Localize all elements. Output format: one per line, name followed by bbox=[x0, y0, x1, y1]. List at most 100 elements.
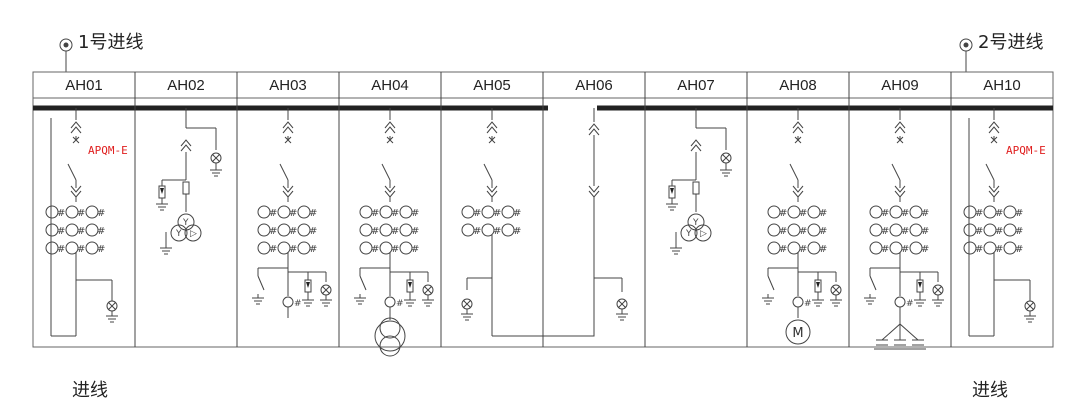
svg-text:#: # bbox=[975, 208, 983, 219]
current-transformer-group-icon: ######### bbox=[45, 205, 105, 255]
svg-text:#: # bbox=[309, 244, 317, 255]
zero-sequence-ct-icon bbox=[384, 296, 396, 308]
svg-text:#: # bbox=[921, 226, 929, 237]
zero-sequence-ct-icon bbox=[282, 296, 294, 308]
svg-text:Y: Y bbox=[692, 218, 699, 228]
svg-text:#: # bbox=[289, 244, 297, 255]
bay-label-ah03: AH03 bbox=[269, 77, 307, 94]
fuse-icon bbox=[692, 181, 700, 195]
svg-text:#: # bbox=[881, 244, 889, 255]
capacitor-bank-icon bbox=[874, 339, 926, 350]
bay-ah05: AH05###### bbox=[440, 72, 595, 347]
svg-text:#: # bbox=[995, 208, 1003, 219]
svg-text:#: # bbox=[97, 226, 105, 237]
svg-text:#: # bbox=[819, 208, 827, 219]
svg-text:#: # bbox=[1015, 226, 1023, 237]
incomer-left-terminal-dot-icon bbox=[63, 42, 69, 48]
bay-ah03: AH03########## bbox=[236, 72, 332, 347]
svg-text:#: # bbox=[411, 244, 419, 255]
svg-text:#: # bbox=[513, 208, 521, 219]
svg-text:#: # bbox=[975, 244, 983, 255]
device-tag-ah01: APQM-E bbox=[88, 144, 128, 157]
svg-text:#: # bbox=[411, 226, 419, 237]
svg-text:#: # bbox=[391, 208, 399, 219]
svg-text:#: # bbox=[57, 244, 65, 255]
bay-label-ah07: AH07 bbox=[677, 77, 715, 94]
incomer-left-bottom-label: 进线 bbox=[72, 380, 108, 401]
svg-text:#: # bbox=[901, 208, 909, 219]
motor-icon bbox=[785, 319, 811, 345]
svg-text:Y: Y bbox=[685, 229, 692, 239]
svg-text:#: # bbox=[396, 299, 404, 309]
svg-text:#: # bbox=[77, 244, 85, 255]
svg-text:#: # bbox=[371, 226, 379, 237]
current-transformer-group-icon: ######### bbox=[869, 205, 929, 255]
current-transformer-group-icon: ######### bbox=[963, 205, 1023, 255]
bay-ah04: AH04 # # # # # # # # # # bbox=[338, 72, 434, 357]
svg-text:#: # bbox=[513, 226, 521, 237]
svg-text:#: # bbox=[975, 226, 983, 237]
fuse-icon bbox=[182, 181, 190, 195]
incomer-right-bottom-label: 进线 bbox=[972, 380, 1008, 401]
svg-text:#: # bbox=[269, 208, 277, 219]
svg-text:Y: Y bbox=[182, 218, 189, 228]
current-transformer-group-icon: # # # # # # # # # bbox=[359, 205, 419, 255]
svg-text:#: # bbox=[493, 226, 501, 237]
svg-text:▷: ▷ bbox=[700, 229, 707, 239]
bay-label-ah02: AH02 bbox=[167, 77, 205, 94]
svg-text:#: # bbox=[294, 299, 302, 309]
svg-text:#: # bbox=[819, 244, 827, 255]
svg-text:#: # bbox=[921, 208, 929, 219]
incomer-right: 2号进线 进线 bbox=[959, 32, 1043, 401]
svg-text:#: # bbox=[57, 226, 65, 237]
svg-text:#: # bbox=[799, 244, 807, 255]
svg-text:#: # bbox=[391, 244, 399, 255]
svg-text:#: # bbox=[289, 226, 297, 237]
zero-sequence-ct-icon bbox=[894, 296, 906, 308]
bay-label-ah10: AH10 bbox=[983, 77, 1021, 94]
svg-text:#: # bbox=[779, 244, 787, 255]
current-transformer-group-icon: ######### bbox=[257, 205, 317, 255]
svg-text:#: # bbox=[493, 208, 501, 219]
current-transformer-group-icon: ######### bbox=[767, 205, 827, 255]
zero-sequence-ct-icon bbox=[792, 296, 804, 308]
svg-text:#: # bbox=[995, 226, 1003, 237]
svg-text:Y: Y bbox=[175, 229, 182, 239]
svg-text:#: # bbox=[881, 226, 889, 237]
svg-text:#: # bbox=[901, 244, 909, 255]
svg-text:#: # bbox=[391, 226, 399, 237]
svg-text:#: # bbox=[269, 226, 277, 237]
svg-text:#: # bbox=[97, 244, 105, 255]
bay-label-ah04: AH04 bbox=[371, 77, 409, 94]
svg-text:#: # bbox=[881, 208, 889, 219]
incomer-left-label: 1号进线 bbox=[78, 32, 143, 53]
svg-text:#: # bbox=[921, 244, 929, 255]
svg-text:#: # bbox=[779, 226, 787, 237]
bay-label-ah06: AH06 bbox=[575, 77, 613, 94]
svg-text:#: # bbox=[77, 226, 85, 237]
svg-text:#: # bbox=[411, 208, 419, 219]
svg-text:#: # bbox=[371, 244, 379, 255]
svg-text:▷: ▷ bbox=[190, 229, 197, 239]
incomer-right-terminal-dot-icon bbox=[963, 42, 969, 48]
svg-text:#: # bbox=[473, 208, 481, 219]
svg-text:#: # bbox=[779, 208, 787, 219]
svg-text:#: # bbox=[799, 208, 807, 219]
svg-text:#: # bbox=[819, 226, 827, 237]
svg-text:#: # bbox=[289, 208, 297, 219]
incomer-right-label: 2号进线 bbox=[978, 32, 1043, 53]
svg-text:#: # bbox=[371, 208, 379, 219]
svg-text:#: # bbox=[97, 208, 105, 219]
svg-text:#: # bbox=[995, 244, 1003, 255]
svg-text:M: M bbox=[792, 326, 803, 341]
svg-text:#: # bbox=[269, 244, 277, 255]
incomer-left: 1号进线 进线 bbox=[59, 32, 143, 401]
bay-label-ah01: AH01 bbox=[65, 77, 103, 94]
svg-text:#: # bbox=[473, 226, 481, 237]
svg-text:#: # bbox=[57, 208, 65, 219]
current-transformer-group-icon: # # # # # # bbox=[461, 205, 521, 237]
